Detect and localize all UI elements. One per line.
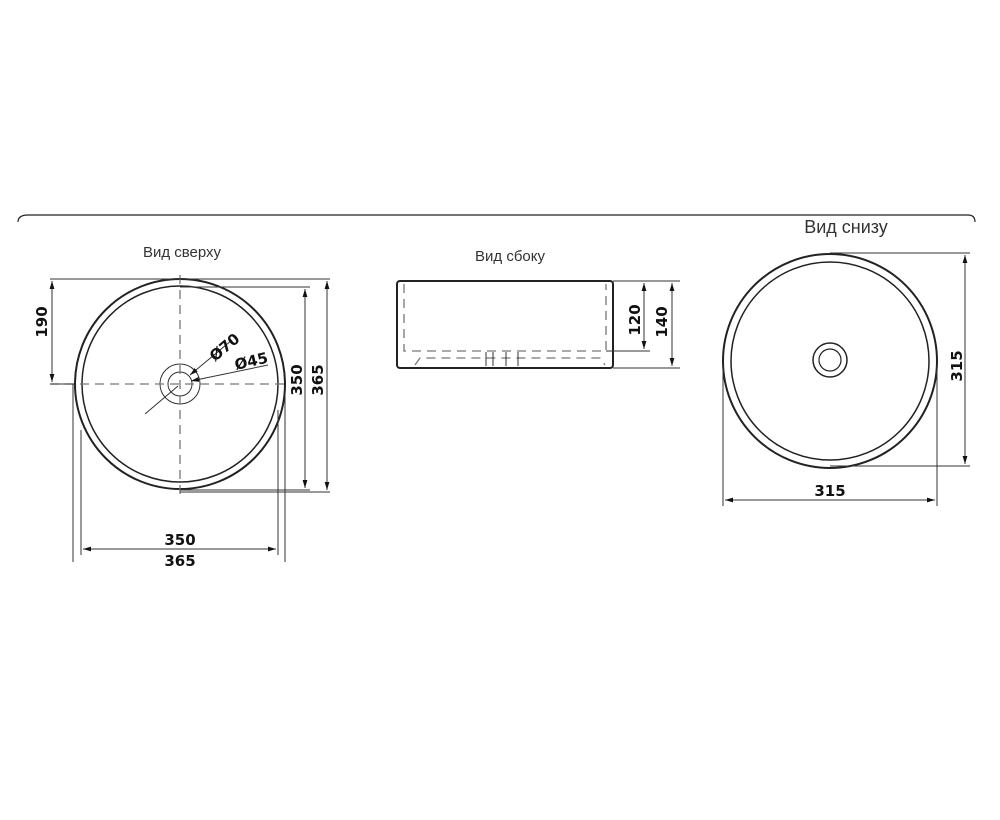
frame-line: [17, 214, 976, 223]
dim-315-horizontal: 315: [814, 482, 845, 500]
dim-350-horizontal: 350: [164, 531, 195, 549]
base-inner: [730, 261, 930, 461]
top-view: Вид сверху 190 350 365 350 365 Ø70 Ø45: [33, 244, 330, 570]
dim-365-vertical: 365: [309, 364, 327, 395]
hidden-base: [414, 357, 606, 366]
dim-hole-45: Ø45: [233, 349, 270, 374]
leader-line: [189, 339, 233, 376]
dim-120: 120: [626, 304, 644, 335]
side-view-title: Вид сбоку: [475, 248, 545, 265]
dim-365-horizontal: 365: [164, 552, 195, 570]
dim-350-vertical: 350: [288, 364, 306, 395]
bottom-view: Вид снизу 315 315: [722, 217, 970, 506]
dim-140: 140: [653, 306, 671, 337]
bottom-view-title: Вид снизу: [804, 217, 888, 237]
dim-190: 190: [33, 306, 51, 337]
hidden-inner-wall: [403, 284, 607, 352]
basin-side-outline: [396, 280, 614, 369]
drain-inner-bottom: [818, 348, 842, 372]
hidden-drain: [485, 352, 519, 366]
leader-line: [144, 385, 179, 415]
side-view: Вид сбоку 120 140: [396, 248, 680, 369]
dim-315-vertical: 315: [948, 350, 966, 381]
top-view-title: Вид сверху: [143, 244, 222, 261]
base-outer: [722, 253, 938, 469]
drain-outer-bottom: [812, 342, 848, 378]
leader-line: [190, 364, 269, 382]
